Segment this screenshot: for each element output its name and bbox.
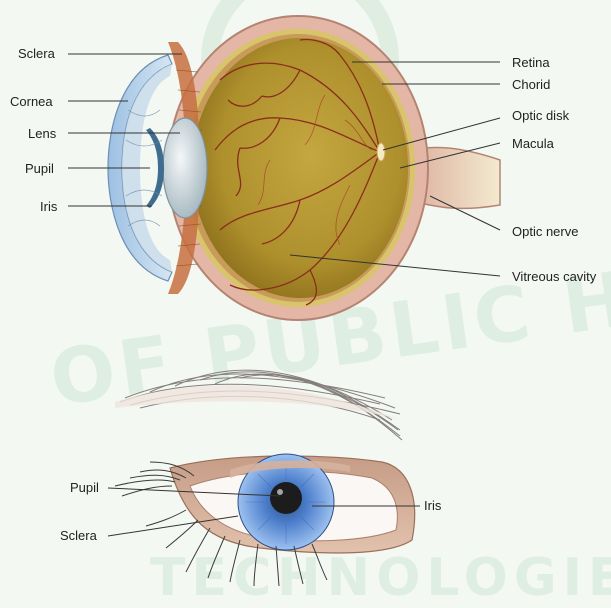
label-front-sclera: Sclera	[60, 528, 97, 543]
label-macula: Macula	[512, 136, 554, 151]
label-chorid: Chorid	[512, 77, 550, 92]
label-cornea: Cornea	[10, 94, 53, 109]
label-optic-disk: Optic disk	[512, 108, 569, 123]
label-optic-nerve: Optic nerve	[512, 224, 578, 239]
front-pupil-shape	[270, 482, 302, 514]
label-lens: Lens	[28, 126, 56, 141]
label-iris: Iris	[40, 199, 57, 214]
label-retina: Retina	[512, 55, 550, 70]
diagram-stage: OF PUBLIC HE TECHNOLOGIE	[0, 0, 611, 590]
label-sclera: Sclera	[18, 46, 55, 61]
eyebrow-shape	[120, 370, 402, 440]
label-front-iris: Iris	[424, 498, 441, 513]
label-front-pupil: Pupil	[70, 480, 99, 495]
optic-disk-shape	[377, 143, 385, 161]
label-pupil: Pupil	[25, 161, 54, 176]
label-vitreous-cavity: Vitreous cavity	[512, 269, 596, 284]
